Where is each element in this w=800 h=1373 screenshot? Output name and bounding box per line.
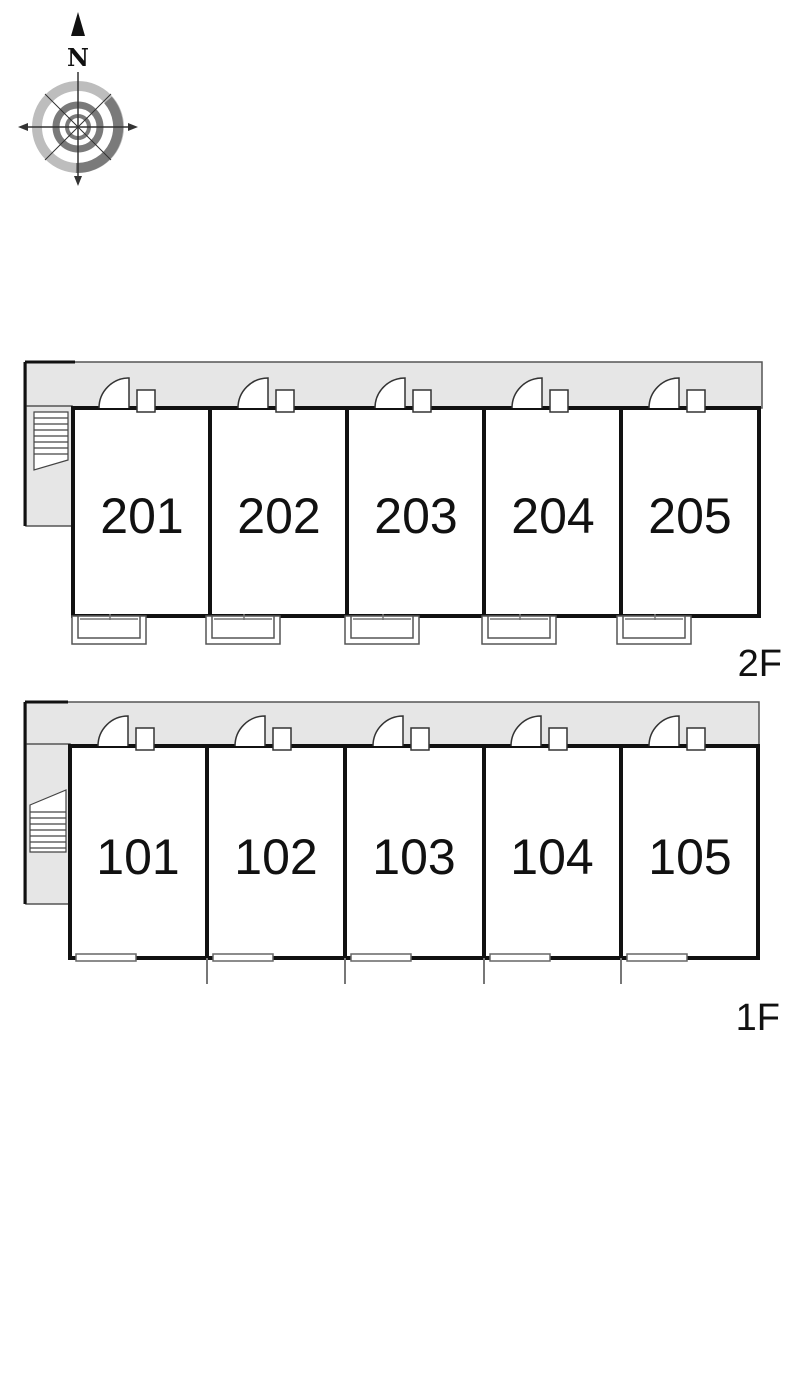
unit-104-door-icon bbox=[510, 715, 568, 751]
unit-203-label: 203 bbox=[374, 488, 457, 544]
unit-202-label: 202 bbox=[237, 488, 320, 544]
floor-label-1f: 1F bbox=[736, 997, 780, 1039]
unit-205-door-icon bbox=[648, 377, 706, 413]
building-outline bbox=[71, 406, 761, 618]
stairs-icon bbox=[29, 789, 67, 853]
floor-2f: 201 202 203 204 205 2F bbox=[23, 360, 782, 685]
stairs-icon bbox=[33, 411, 69, 471]
unit-101-door-icon bbox=[97, 715, 155, 751]
floor-1f: 101 102 103 104 105 1F bbox=[23, 700, 780, 1039]
compass-icon: N bbox=[18, 12, 138, 186]
unit-203-door-icon bbox=[374, 377, 432, 413]
unit-204-balcony bbox=[481, 614, 557, 645]
unit-205-balcony bbox=[616, 614, 692, 645]
unit-202-balcony bbox=[205, 614, 281, 645]
unit-201-balcony bbox=[71, 614, 147, 645]
unit-102-label: 102 bbox=[234, 829, 317, 885]
unit-105-label: 105 bbox=[648, 829, 731, 885]
unit-101-label: 101 bbox=[96, 829, 179, 885]
unit-104-label: 104 bbox=[510, 829, 593, 885]
unit-103-door-icon bbox=[372, 715, 430, 751]
north-label: N bbox=[67, 43, 89, 72]
unit-102-door-icon bbox=[234, 715, 292, 751]
unit-204-label: 204 bbox=[511, 488, 594, 544]
unit-203-balcony bbox=[344, 614, 420, 645]
unit-201-label: 201 bbox=[100, 488, 183, 544]
unit-202-door-icon bbox=[237, 377, 295, 413]
unit-205-label: 205 bbox=[648, 488, 731, 544]
unit-201-door-icon bbox=[98, 377, 156, 413]
unit-204-door-icon bbox=[511, 377, 569, 413]
floor-label-2f: 2F bbox=[738, 643, 782, 685]
unit-105-door-icon bbox=[648, 715, 706, 751]
window-row bbox=[75, 953, 688, 962]
unit-103-label: 103 bbox=[372, 829, 455, 885]
partition-posts bbox=[206, 958, 622, 984]
